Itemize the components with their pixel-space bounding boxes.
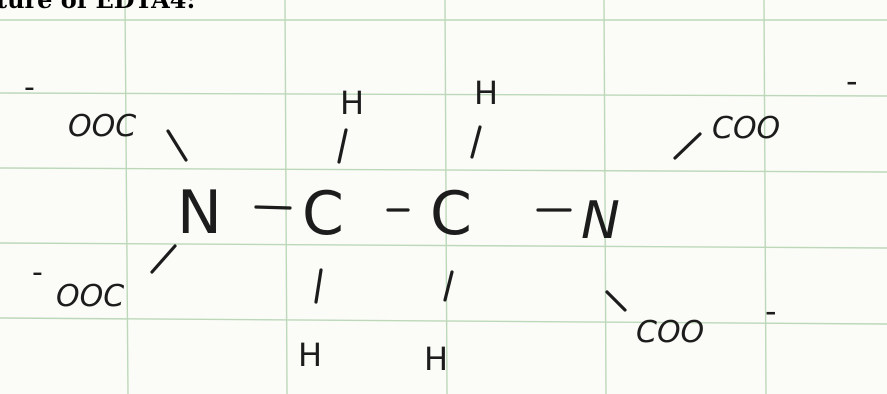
grid-line-v2: [284, 0, 288, 394]
bond-n2-carboxyl-bottom: [605, 290, 627, 312]
grid-line-v1: [124, 0, 129, 394]
grid-line-v5: [763, 0, 767, 394]
hydrogen-c1-bottom: H: [298, 336, 322, 374]
atom-carbon-left: C: [302, 179, 344, 249]
grid-line-h5: [0, 317, 887, 325]
grid-line-h2: [0, 92, 887, 97]
bond-n1-carboxyl-bottom: [150, 244, 177, 274]
carboxyl-bottom-left: OOC: [56, 279, 124, 314]
hydrogen-c2-bottom: H: [424, 340, 448, 378]
charge-top-right: -: [846, 62, 858, 100]
bond-c1-h-top: [337, 128, 348, 164]
bond-n1-c1: [254, 205, 292, 210]
bond-c1-h-bottom: [314, 268, 323, 304]
grid-line-h4: [0, 242, 887, 249]
grid-line-h3: [0, 167, 887, 173]
carboxyl-top-left: OOC: [68, 109, 136, 144]
bond-n1-carboxyl-top: [166, 129, 188, 162]
bond-c2-h-top: [470, 125, 482, 159]
atom-nitrogen-right: N: [581, 191, 620, 251]
atom-carbon-right: C: [430, 179, 472, 249]
carboxyl-bottom-right: COO: [636, 315, 704, 350]
bond-c2-h-bottom: [443, 270, 454, 302]
carboxyl-top-right: COO: [712, 111, 780, 146]
charge-bottom-right: -: [765, 292, 777, 330]
caption-fragment: ture of EDTA4:: [0, 0, 195, 14]
charge-bottom-left: -: [32, 255, 43, 290]
hydrogen-c1-top: H: [340, 84, 364, 122]
grid-line-v3: [444, 0, 448, 394]
charge-top-left: -: [24, 70, 35, 105]
bond-n2-carboxyl-top: [673, 132, 702, 160]
hydrogen-c2-top: H: [474, 74, 498, 112]
grid-line-v4: [603, 0, 607, 394]
atom-nitrogen-left: N: [177, 178, 222, 248]
